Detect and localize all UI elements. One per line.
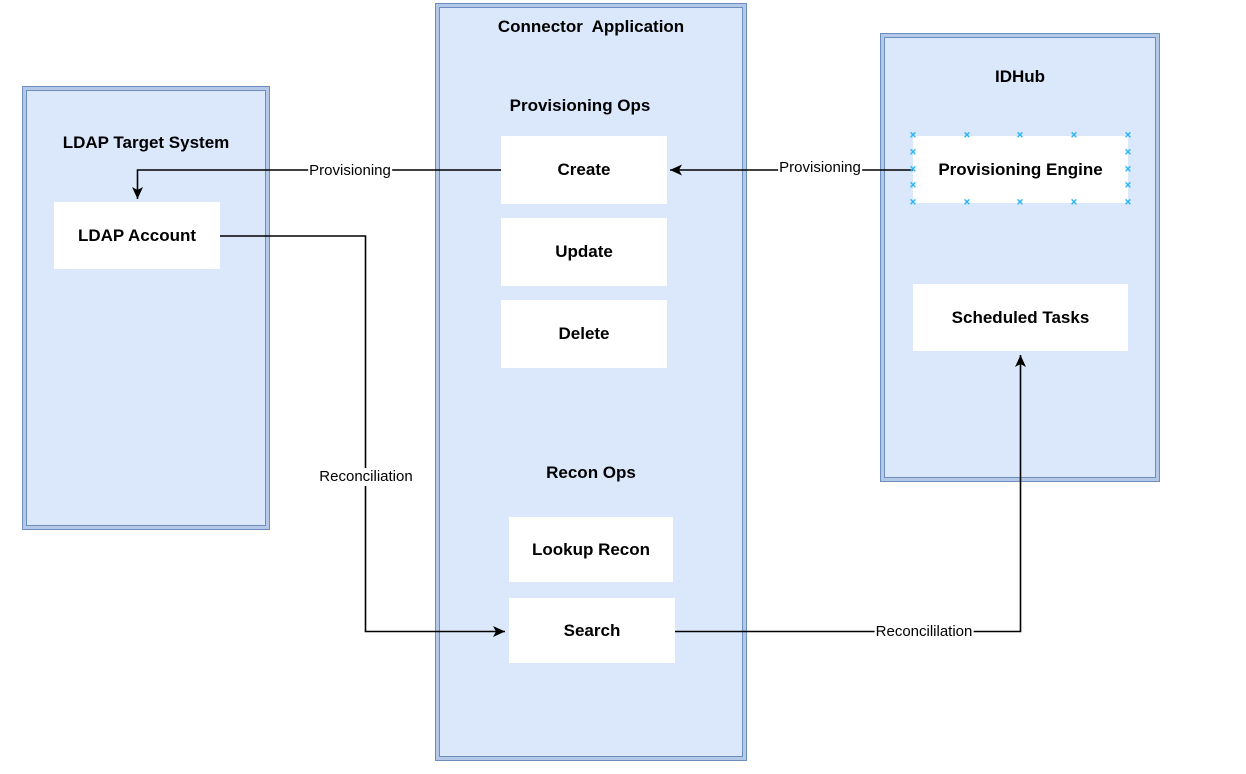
connection-point-icon[interactable]: × bbox=[909, 163, 917, 176]
connection-point-icon[interactable]: × bbox=[909, 146, 917, 159]
ldap-target-system-fill bbox=[26, 90, 266, 526]
delete-label: Delete bbox=[558, 324, 610, 343]
create-node[interactable]: Create bbox=[501, 136, 667, 204]
connection-point-icon[interactable]: × bbox=[1124, 196, 1132, 209]
connection-point-icon[interactable]: × bbox=[1070, 129, 1078, 142]
connection-point-icon[interactable]: × bbox=[1124, 146, 1132, 159]
search-node[interactable]: Search bbox=[509, 598, 675, 663]
scheduled-tasks-label: Scheduled Tasks bbox=[951, 307, 1090, 327]
connection-point-icon[interactable]: × bbox=[909, 179, 917, 192]
connection-point-icon[interactable]: × bbox=[909, 129, 917, 142]
connection-point-icon[interactable]: × bbox=[1124, 129, 1132, 142]
connection-point-icon[interactable]: × bbox=[1070, 196, 1078, 209]
provisioning-engine-node[interactable]: Provisioning Engine bbox=[913, 136, 1128, 203]
create-label: Create bbox=[557, 160, 611, 179]
connector-application-title: Connector Application bbox=[497, 17, 685, 36]
ldap-account-node[interactable]: LDAP Account bbox=[54, 202, 220, 269]
connection-point-icon[interactable]: × bbox=[1124, 179, 1132, 192]
ldap-account-label: LDAP Account bbox=[77, 225, 197, 245]
connection-point-icon[interactable]: × bbox=[963, 129, 971, 142]
update-label: Update bbox=[555, 242, 613, 261]
connection-point-icon[interactable]: × bbox=[1016, 196, 1024, 209]
ldap-target-system-container[interactable] bbox=[22, 86, 270, 530]
idhub-title: IDHub bbox=[994, 67, 1046, 86]
provisioning-left-edge-label[interactable]: Provisioning bbox=[308, 162, 392, 180]
reconcililation-edge-label[interactable]: Reconcililation bbox=[874, 623, 974, 641]
provisioning-right-edge-label[interactable]: Provisioning bbox=[778, 159, 862, 177]
provisioning-engine-label: Provisioning Engine bbox=[938, 159, 1103, 179]
connection-point-icon[interactable]: × bbox=[963, 196, 971, 209]
reconciliation-edge-label[interactable]: Reconciliation bbox=[318, 468, 414, 486]
provisioning-ops-label[interactable]: Provisioning Ops bbox=[509, 96, 651, 115]
connection-point-icon[interactable]: × bbox=[909, 196, 917, 209]
lookup-recon-node[interactable]: Lookup Recon bbox=[509, 517, 673, 582]
connection-point-icon[interactable]: × bbox=[1124, 163, 1132, 176]
recon-ops-label[interactable]: Recon Ops bbox=[546, 463, 636, 482]
edge-ldap-account-to-search[interactable] bbox=[220, 235, 505, 637]
connection-point-icon[interactable]: × bbox=[1016, 129, 1024, 142]
delete-node[interactable]: Delete bbox=[501, 300, 667, 368]
edge-search-to-scheduled-tasks[interactable] bbox=[675, 355, 1026, 633]
lookup-recon-label: Lookup Recon bbox=[531, 539, 651, 559]
search-label: Search bbox=[563, 620, 621, 640]
scheduled-tasks-node[interactable]: Scheduled Tasks bbox=[913, 284, 1128, 351]
update-node[interactable]: Update bbox=[501, 218, 667, 286]
ldap-target-system-title: LDAP Target System bbox=[62, 133, 230, 152]
